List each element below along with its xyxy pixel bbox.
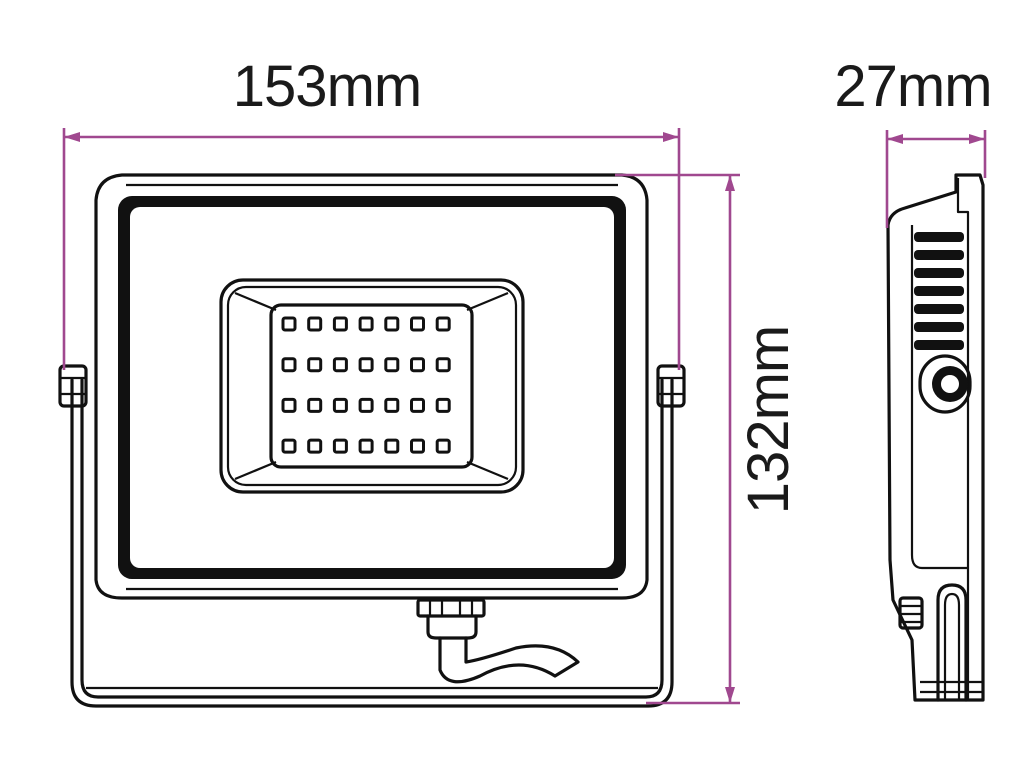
height-dimension (615, 173, 740, 705)
led-chip (358, 357, 374, 373)
led-chip (410, 357, 425, 373)
side-view (886, 173, 985, 702)
led-chip (307, 316, 323, 332)
dimension-lines (62, 128, 987, 705)
width-dimension (62, 128, 681, 370)
power-cable (438, 636, 580, 684)
depth-dimension (885, 130, 987, 228)
side-bracket-knob (918, 354, 972, 414)
led-chip (358, 438, 374, 454)
led-chip (332, 357, 348, 373)
led-chip (384, 397, 400, 413)
led-chip (435, 357, 451, 373)
depth-label: 27mm (834, 54, 991, 119)
side-back-plate (910, 225, 968, 570)
led-chip (307, 397, 323, 413)
side-bracket-arm (920, 583, 983, 702)
mounting-bracket (70, 378, 674, 708)
right-bracket-knob (656, 364, 686, 408)
reflector-inner-rim (226, 285, 518, 487)
led-chip (281, 316, 297, 332)
cable-gland (416, 598, 486, 640)
led-grid (281, 316, 451, 454)
led-chip (332, 316, 348, 332)
led-chip (435, 397, 451, 413)
side-housing (886, 173, 985, 702)
housing-outer (94, 173, 649, 600)
led-chip (307, 438, 323, 454)
left-bracket-knob (58, 364, 88, 408)
led-chip (435, 438, 451, 454)
led-chip (358, 397, 374, 413)
heat-fins (914, 232, 964, 350)
led-chip (332, 438, 348, 454)
glass-window (130, 207, 614, 568)
led-chip (281, 357, 297, 373)
width-label: 153mm (233, 54, 421, 119)
led-board (269, 303, 474, 469)
led-chip (307, 357, 323, 373)
led-chip (410, 316, 425, 332)
height-label: 132mm (736, 326, 801, 514)
led-chip (358, 316, 374, 332)
led-chip (384, 438, 400, 454)
led-chip (410, 438, 425, 454)
led-chip (384, 316, 400, 332)
led-chip (435, 316, 451, 332)
led-chip (410, 397, 425, 413)
led-chip (281, 438, 297, 454)
reflector-facets (234, 291, 509, 481)
reflector-outer (219, 278, 525, 494)
side-front-face (956, 178, 970, 700)
front-view (58, 173, 686, 708)
led-chip (332, 397, 348, 413)
led-chip (281, 397, 297, 413)
side-cable-gland (898, 596, 924, 630)
led-chip (384, 357, 400, 373)
